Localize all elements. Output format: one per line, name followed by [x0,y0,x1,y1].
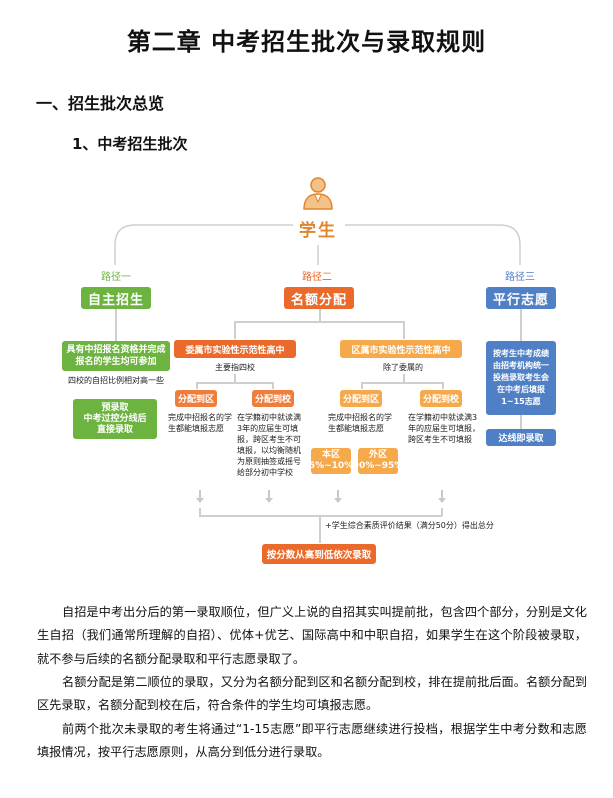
path3-label: 路径三 [505,272,535,283]
paragraph-3: 前两个批次未录取的考生将通过“1-15志愿”即平行志愿继续进行投档，根据学生中考… [37,722,587,760]
other-district-box: 外区 90%~95% [353,448,403,474]
left-district-note: 完成中招报名的学生都能填报志愿 [168,413,232,433]
district-school-left-head: 委属市实验性示范性高中 [174,340,296,358]
plus-score-note: +学生综合素质评价结果（满分50分）得出总分 [325,521,494,530]
other-district-label: 外区 [368,450,387,460]
paragraph-2: 名额分配是第二顺位的录取，又分为名额分配到区和名额分配到校，排在提前批后面。名额… [37,675,587,713]
paragraph-1: 自招是中考出分后的第一录取顺位，但广义上说的自招其实叫提前批，包含四个部分，分别… [37,605,587,666]
right-school-note: 在学籍初中就读满3年的应届生可填报，跨区考生不可填报 [408,413,480,444]
left-sub-note: 主要指四校 [215,363,255,372]
path3-result: 达线即录取 [486,429,556,446]
subsection-heading: 1、中考招生批次 [72,135,188,153]
district-school-right-head: 区属市实验性示范性高中 [340,340,462,358]
parallel-wish-box: 平行志愿 [486,287,556,309]
path3-note: 按考生中考成绩由招考机构统一投档录取考生会在中考后填报1~15志愿 [486,341,556,415]
local-district-box: 本区 5%~10% [308,448,354,474]
path1-label: 路径一 [101,272,131,283]
right-to-district-box: 分配到区 [340,390,382,407]
path1-eligibility: 具有中招报名资格并完成报名的学生均可参加 [62,341,170,371]
right-sub-note: 除了委属的 [383,363,423,372]
path1-note: 四校的自招比例相对高一些 [68,376,164,385]
other-district-pct: 90%~95% [352,461,404,471]
student-label: 学生 [299,221,337,241]
local-district-pct: 5%~10% [308,461,354,471]
path2-label: 路径二 [302,272,332,283]
left-school-note: 在学籍初中就读满3年的应届生可填报，跨区考生不可填报，以均衡随机为原则抽签或摇号… [237,413,301,477]
branch-lines [114,224,521,265]
local-district-label: 本区 [321,450,340,460]
path1-result: 预录取 中考过控分线后 直接录取 [73,399,157,439]
right-district-note: 完成中招报名的学生都能填报志愿 [328,413,392,433]
final-admission-box: 按分数从高到低依次录取 [262,544,376,564]
page-title: 第二章 中考招生批次与录取规则 [126,28,487,56]
student-avatar-icon [303,177,333,210]
right-to-school-box: 分配到校 [420,390,462,407]
left-to-school-box: 分配到校 [252,390,294,407]
self-recruit-box: 自主招生 [81,287,151,309]
left-to-district-box: 分配到区 [175,390,217,407]
quota-allocation-box: 名额分配 [284,287,354,309]
section-heading: 一、招生批次总览 [36,94,165,113]
